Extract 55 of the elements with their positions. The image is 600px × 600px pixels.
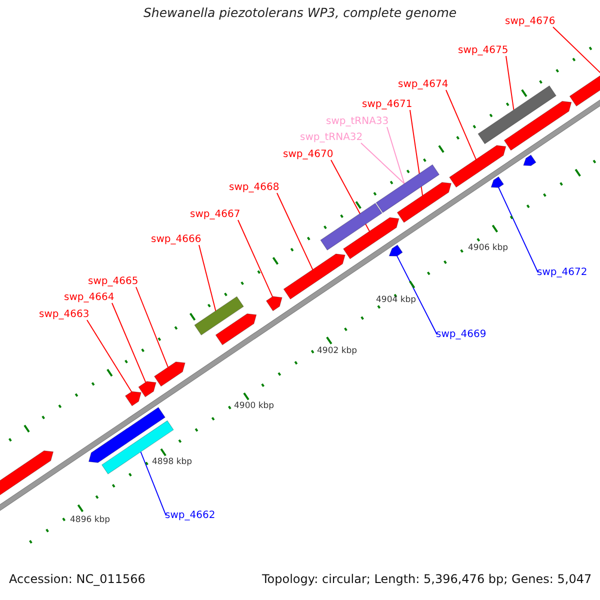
leader-line bbox=[276, 192, 314, 270]
gene-block bbox=[154, 362, 186, 387]
gene-block bbox=[283, 254, 346, 300]
leader-line bbox=[506, 56, 514, 110]
gene-block bbox=[449, 145, 506, 188]
leader-line bbox=[238, 220, 273, 298]
gene-label: swp_4674 bbox=[398, 79, 448, 90]
map-title: Shewanella piezotolerans WP3, complete genome bbox=[144, 6, 457, 20]
leader-line bbox=[446, 90, 476, 160]
gene-label: swp_4664 bbox=[64, 292, 114, 303]
gene-label: swp_4666 bbox=[151, 234, 202, 245]
scale-label: 4904 kbp bbox=[376, 296, 416, 306]
gene-block bbox=[215, 313, 257, 346]
gene-label: swp_4670 bbox=[283, 149, 334, 160]
gene-label: swp_4663 bbox=[39, 309, 90, 320]
leader-line bbox=[396, 256, 438, 335]
gene-bar bbox=[320, 202, 382, 250]
scale-label: 4900 kbp bbox=[234, 402, 274, 412]
gene-bar bbox=[478, 85, 556, 144]
gene-bar bbox=[194, 296, 244, 336]
gene-block bbox=[138, 381, 156, 398]
leader-line bbox=[552, 26, 600, 75]
leader-line bbox=[140, 451, 166, 516]
leader-line bbox=[112, 302, 146, 383]
gene-label: swp_tRNA32 bbox=[300, 132, 363, 143]
gene-block bbox=[388, 244, 403, 256]
gene-label: swp_4671 bbox=[362, 99, 412, 110]
gene-block bbox=[490, 176, 504, 188]
scale-label: 4898 kbp bbox=[152, 458, 192, 468]
gene-label: swp_4669 bbox=[436, 329, 486, 340]
scale-label: 4896 kbp bbox=[70, 516, 110, 526]
gene-label: swp_4675 bbox=[458, 45, 508, 56]
gene-label: swp_4676 bbox=[505, 16, 556, 27]
gene-label: swp_4672 bbox=[537, 267, 588, 278]
leader-line bbox=[386, 126, 405, 184]
gene-block bbox=[504, 100, 572, 151]
gene-block bbox=[396, 182, 452, 223]
gene-label: swp_4665 bbox=[88, 276, 138, 287]
gene-block bbox=[266, 296, 282, 312]
leader-line bbox=[136, 286, 169, 368]
gene-label: swp_4668 bbox=[229, 182, 280, 193]
gene-label: swp_4667 bbox=[190, 209, 240, 220]
scale-label: 4902 kbp bbox=[317, 347, 358, 356]
leader-line bbox=[86, 320, 132, 392]
scale-label: 4906 kbp bbox=[468, 244, 508, 254]
gene-block bbox=[523, 154, 536, 166]
gene-block bbox=[342, 217, 400, 260]
leader-line bbox=[360, 142, 405, 184]
gene-label: swp_tRNA33 bbox=[326, 116, 389, 127]
gene-bar bbox=[376, 164, 440, 214]
leader-line bbox=[198, 244, 216, 312]
gene-bar bbox=[101, 420, 174, 474]
accession-note: Accession: NC_011566 bbox=[9, 573, 146, 586]
genome-stats-note: Topology: circular; Length: 5,396,476 bp; Genes: 5,047 bbox=[262, 573, 592, 586]
gene-label: swp_4662 bbox=[165, 510, 216, 521]
